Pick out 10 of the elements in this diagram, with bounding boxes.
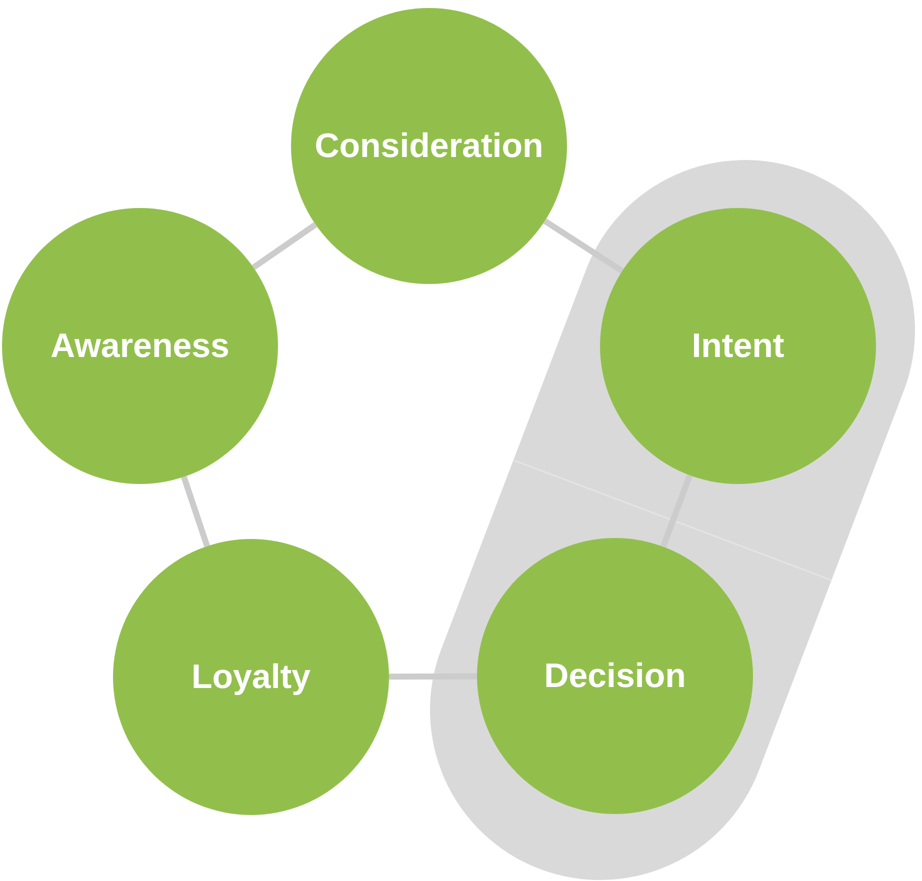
stage-label: Decision bbox=[544, 656, 686, 696]
connector-line bbox=[543, 218, 624, 274]
stage-label: Consideration bbox=[314, 126, 544, 166]
connector-line bbox=[660, 474, 693, 548]
stage-label: Intent bbox=[692, 326, 784, 366]
stage-label: Loyalty bbox=[191, 658, 311, 696]
connector-line bbox=[181, 476, 210, 548]
stage-label: Awareness bbox=[50, 326, 230, 366]
connector-line bbox=[252, 222, 318, 270]
connector-line bbox=[388, 673, 478, 680]
